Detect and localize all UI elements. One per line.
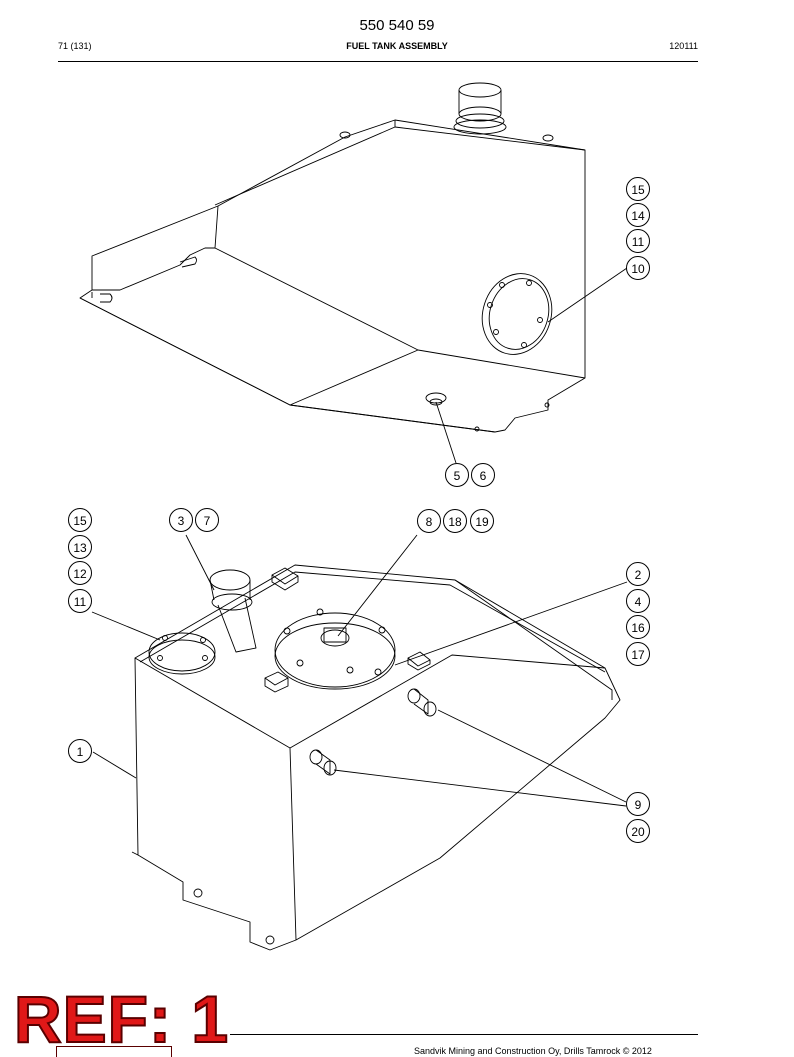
callout-4: 4 (626, 589, 650, 613)
callout-8: 8 (417, 509, 441, 533)
tank-bottom-view (79, 82, 628, 464)
logo-fragment (56, 1046, 172, 1057)
header-divider (58, 61, 698, 62)
footer-divider (230, 1034, 698, 1035)
page-title: FUEL TANK ASSEMBLY (346, 41, 448, 51)
callout-7: 7 (195, 508, 219, 532)
callout-11-bottom: 11 (68, 589, 92, 613)
callout-5: 5 (445, 463, 469, 487)
tank-top-view (91, 534, 628, 951)
callout-14-top: 14 (626, 203, 650, 227)
callout-3: 3 (169, 508, 193, 532)
callout-13: 13 (68, 535, 92, 559)
footer-copyright: Sandvik Mining and Construction Oy, Dril… (414, 1046, 652, 1056)
callout-2: 2 (626, 562, 650, 586)
document-number: 550 540 59 (359, 17, 435, 34)
callout-15-bottom: 15 (68, 508, 92, 532)
page-number: 71 (131) (58, 41, 92, 51)
callout-17: 17 (626, 642, 650, 666)
callout-12: 12 (68, 561, 92, 585)
callout-20: 20 (626, 819, 650, 843)
callout-15-top: 15 (626, 177, 650, 201)
callout-1: 1 (68, 739, 92, 763)
callout-11-top: 11 (626, 229, 650, 253)
callout-19: 19 (470, 509, 494, 533)
callout-9: 9 (626, 792, 650, 816)
callout-6: 6 (471, 463, 495, 487)
document-date: 120111 (669, 41, 698, 51)
ref-stamp: REF: 1 (13, 982, 230, 1056)
callout-10-top: 10 (626, 256, 650, 280)
callout-16: 16 (626, 615, 650, 639)
callout-18: 18 (443, 509, 467, 533)
